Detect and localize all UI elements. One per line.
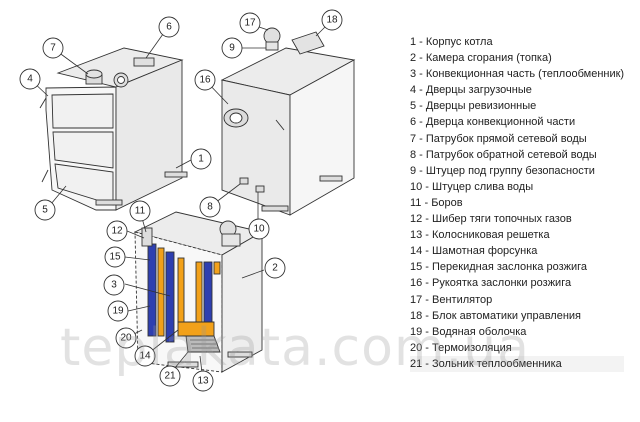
callout-11: 11: [129, 200, 151, 222]
callout-18: 18: [321, 9, 343, 31]
callout-5: 5: [34, 199, 56, 221]
svg-text:12: 12: [111, 226, 123, 237]
svg-text:4: 4: [27, 74, 33, 85]
svg-text:10: 10: [253, 224, 265, 235]
svg-text:14: 14: [139, 351, 151, 362]
legend-item: 9 - Штуцер под группу безопасности: [410, 164, 595, 177]
legend-item: 1 - Корпус котла: [410, 36, 493, 48]
legend-item: 15 - Перекидная заслонка розжига: [410, 261, 588, 274]
legend-item: 6 - Дверца конвекционной части: [410, 116, 576, 129]
legend-item: 13 - Колосниковая решетка: [410, 229, 550, 242]
callout-13: 13: [192, 370, 214, 392]
callout-17: 17: [239, 12, 261, 34]
callout-20: 20: [115, 327, 137, 349]
legend-item: 2 - Камера сгорания (топка): [410, 52, 552, 65]
callout-2: 2: [264, 257, 286, 279]
legend-item: 14 - Шамотная форсунка: [410, 245, 538, 258]
legend-item: 7 - Патрубок прямой сетевой воды: [410, 132, 587, 145]
svg-text:9: 9: [229, 43, 235, 54]
legend-item: 17 - Вентилятор: [410, 293, 493, 306]
callout-15: 15: [104, 246, 126, 268]
svg-text:17: 17: [244, 18, 256, 29]
legend-item: 18 - Блок автоматики управления: [410, 309, 582, 322]
callout-8: 8: [199, 196, 221, 218]
callout-10: 10: [248, 218, 270, 240]
legend-item: 5 - Дверцы ревизионные: [410, 100, 537, 113]
legend-item: 12 - Шибер тяги топочных газов: [410, 213, 572, 226]
svg-text:11: 11: [135, 206, 146, 217]
svg-text:7: 7: [50, 43, 56, 54]
callout-16: 16: [194, 69, 216, 91]
svg-text:16: 16: [199, 75, 211, 86]
callout-14: 14: [134, 345, 156, 367]
legend-item: 16 - Рукоятка заслонки розжига: [410, 277, 572, 290]
svg-text:1: 1: [198, 154, 204, 165]
legend-item: 19 - Водяная оболочка: [410, 325, 527, 338]
legend-item: 8 - Патрубок обратной сетевой воды: [410, 148, 597, 161]
svg-text:8: 8: [207, 202, 213, 213]
legend-item: 10 - Штуцер слива воды: [410, 180, 534, 193]
svg-text:19: 19: [112, 306, 124, 317]
callout-21: 21: [159, 365, 181, 387]
callout-1: 1: [190, 148, 212, 170]
svg-text:2: 2: [272, 263, 278, 274]
parts-legend: 1 - Корпус котла 2 - Камера сгорания (то…: [410, 34, 625, 372]
legend-item: 21 - Зольник теплообменника: [410, 355, 625, 372]
callout-9: 9: [221, 37, 243, 59]
callout-6: 6: [158, 16, 180, 38]
svg-text:6: 6: [166, 22, 172, 33]
callout-3: 3: [103, 274, 125, 296]
svg-text:18: 18: [326, 15, 338, 26]
legend-item: 4 - Дверцы загрузочные: [410, 84, 532, 97]
svg-text:13: 13: [197, 376, 209, 387]
svg-text:21: 21: [164, 371, 176, 382]
svg-text:3: 3: [111, 280, 117, 291]
callout-12: 12: [106, 220, 128, 242]
boiler-front-view: [39, 47, 188, 211]
svg-text:15: 15: [109, 252, 121, 263]
legend-item: 11 - Боров: [410, 196, 463, 209]
callout-7: 7: [42, 37, 64, 59]
svg-text:5: 5: [42, 205, 48, 216]
legend-item: 3 - Конвекционная часть (теплообменник): [410, 68, 625, 81]
legend-item: 20 - Термоизоляция: [410, 341, 512, 354]
boiler-rear-view: [220, 27, 356, 216]
boiler-cutaway-view: [133, 211, 264, 373]
callout-19: 19: [107, 300, 129, 322]
callout-4: 4: [19, 68, 41, 90]
svg-text:20: 20: [120, 333, 132, 344]
